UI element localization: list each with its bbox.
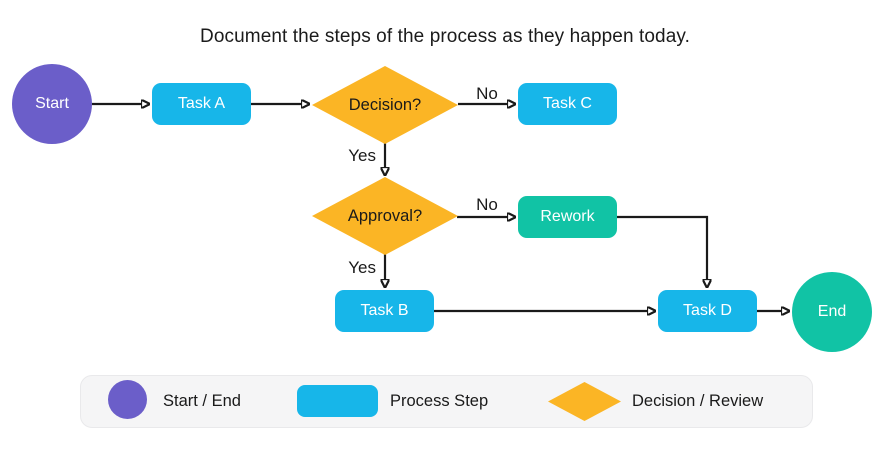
node-rework-label: Rework — [540, 208, 595, 225]
legend-decision-review-label: Decision / Review — [632, 392, 764, 410]
node-task-b-label: Task B — [360, 302, 409, 319]
node-rework: Rework — [518, 196, 617, 238]
node-start-label: Start — [35, 95, 69, 112]
node-approval-label: Approval? — [347, 206, 423, 225]
legend: Start / End Process Step Decision / Revi… — [80, 375, 813, 428]
node-end: End — [792, 272, 872, 352]
node-start: Start — [12, 64, 92, 144]
node-task-a-label: Task A — [177, 95, 226, 112]
legend-process-step-swatch — [297, 385, 378, 417]
legend-decision-review-swatch — [548, 382, 621, 421]
edge-label-decision-no: No — [476, 84, 498, 103]
edge-label-approval-no: No — [476, 195, 498, 214]
edge-label-approval-yes: Yes — [348, 258, 376, 277]
node-decision-label: Decision? — [348, 95, 422, 114]
legend-start-end-label: Start / End — [163, 392, 241, 410]
diagram-title: Document the steps of the process as the… — [200, 26, 690, 47]
node-task-b: Task B — [335, 290, 434, 332]
node-end-label: End — [817, 303, 847, 320]
node-task-c-label: Task C — [543, 95, 592, 112]
node-task-a: Task A — [152, 83, 251, 125]
legend-process-step-label: Process Step — [390, 392, 489, 410]
node-task-d: Task D — [658, 290, 757, 332]
legend-start-end-swatch — [108, 380, 147, 419]
node-task-c: Task C — [518, 83, 617, 125]
node-task-d-label: Task D — [683, 302, 732, 319]
edge-label-decision-yes: Yes — [348, 146, 376, 165]
edge-rework-to-task-d — [617, 215, 707, 280]
